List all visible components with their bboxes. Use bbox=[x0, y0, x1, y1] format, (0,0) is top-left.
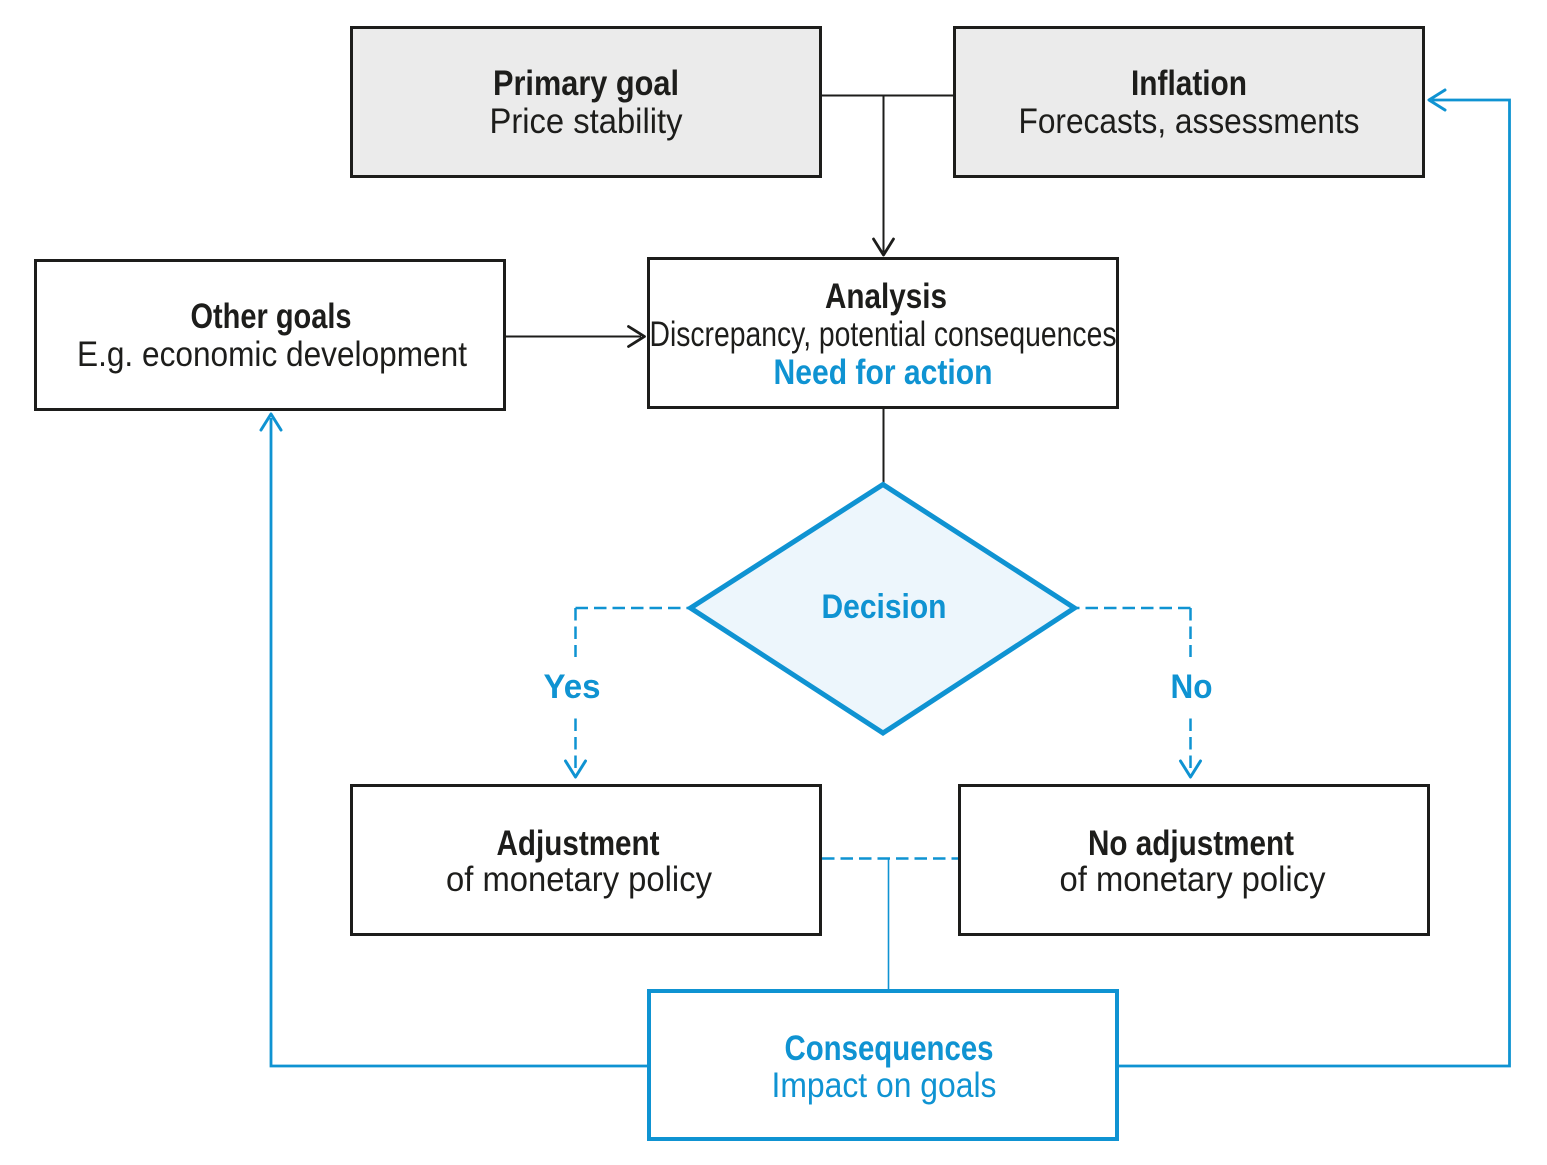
svg-text:Yes: Yes bbox=[544, 668, 601, 706]
svg-text:Forecasts, assessments: Forecasts, assessments bbox=[1019, 102, 1360, 141]
svg-text:Other goals: Other goals bbox=[191, 297, 352, 336]
svg-text:Discrepancy, potential consequ: Discrepancy, potential consequences bbox=[650, 315, 1117, 354]
svg-text:No: No bbox=[1171, 668, 1213, 706]
svg-text:Primary goal: Primary goal bbox=[493, 64, 679, 103]
svg-text:Inflation: Inflation bbox=[1131, 64, 1247, 103]
svg-text:Decision: Decision bbox=[822, 588, 947, 626]
svg-text:Analysis: Analysis bbox=[825, 277, 947, 316]
svg-text:Adjustment: Adjustment bbox=[497, 824, 660, 863]
svg-text:Consequences: Consequences bbox=[785, 1029, 994, 1068]
svg-text:of monetary policy: of monetary policy bbox=[1060, 860, 1326, 899]
svg-text:of monetary policy: of monetary policy bbox=[446, 860, 712, 899]
svg-text:Need for action: Need for action bbox=[774, 353, 993, 392]
svg-text:E.g. economic development: E.g. economic development bbox=[77, 335, 467, 374]
svg-text:No adjustment: No adjustment bbox=[1088, 824, 1294, 863]
svg-text:Impact on goals: Impact on goals bbox=[772, 1066, 997, 1105]
svg-text:Price stability: Price stability bbox=[490, 102, 683, 141]
